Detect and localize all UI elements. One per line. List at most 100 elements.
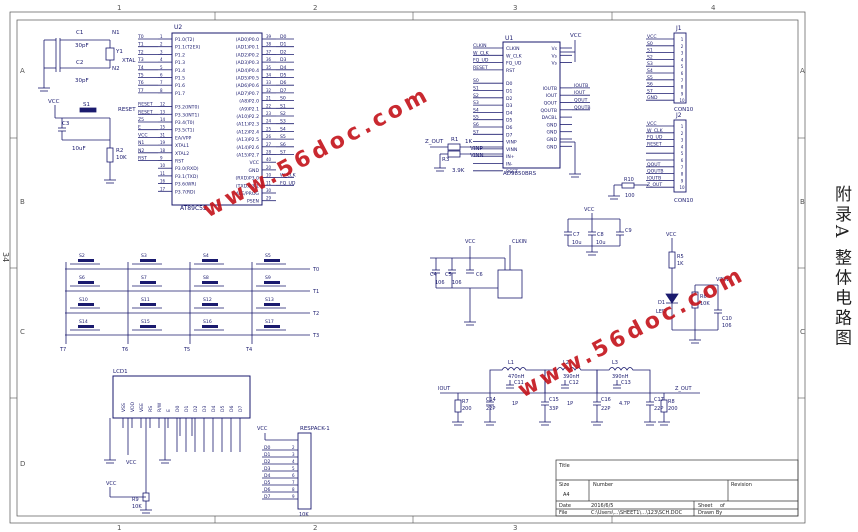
r3-ref: R3: [442, 157, 450, 163]
dds-left-pin: D3: [506, 103, 513, 109]
j2-pin-number: 4: [681, 144, 684, 149]
mcu-right-pin-number: 35: [266, 65, 272, 70]
respack-pin-number: 9: [292, 494, 295, 499]
mcu-right-pin: PSEN: [247, 199, 259, 205]
grid-col-3-bottom: 3: [513, 524, 517, 532]
keypad-row-net: T1: [312, 289, 319, 295]
file-label: File: [559, 510, 567, 516]
c12-ref: C12: [569, 380, 579, 386]
mcu-left-pin-number: 14: [160, 117, 166, 122]
mcu-right-pin: (AD0)P0.0: [236, 37, 259, 43]
keypad-row-net: T0: [312, 267, 319, 273]
respack-pin-number: 3: [292, 452, 295, 457]
dds-left-pin: IN-: [506, 162, 513, 168]
mcu-right-pin: (AD2)P0.2: [236, 52, 259, 58]
respack-net: D6: [264, 487, 271, 493]
file-value: C:\Users\...\SHEET1\...\123\SCH.DOC: [591, 510, 683, 516]
r6-value: 10K: [700, 301, 710, 307]
keypad-switch-ref: S6: [79, 275, 85, 281]
mcu-right-pin-number: 23: [266, 111, 272, 116]
drawn-label: Drawn By: [698, 510, 722, 516]
r9-value: 10K: [132, 504, 142, 510]
keypad-switch-ref: S5: [265, 253, 271, 259]
s1-ref: S1: [83, 102, 90, 108]
mcu-left-net: RESET: [138, 102, 153, 108]
mcu-right-net: D3: [280, 57, 287, 63]
j2-pin-number: 2: [681, 131, 684, 136]
mcu-left-pin-number: 3: [160, 49, 163, 54]
mcu-right-net: S4: [280, 126, 286, 132]
mcu-right-pin: (A8)P2.0: [239, 99, 259, 105]
lcd-pin-label: D7: [238, 405, 244, 412]
keypad-switch-actuator: [78, 259, 94, 262]
decoupling-vcc: VCC: [584, 207, 595, 213]
c2-value: 30pF: [75, 78, 89, 84]
dds-left-pin: CLKIN: [506, 46, 520, 52]
title-label: Title: [558, 463, 570, 469]
mcu-right-pin-number: 30: [266, 188, 272, 193]
dds-right-pin: Vs: [551, 61, 557, 67]
j2-net: VCC: [647, 121, 657, 127]
mcu-left-pin: P3.2(INT0): [175, 105, 199, 111]
mcu-right-pin: (AD5)P0.5: [236, 76, 259, 82]
size-value: A4: [563, 492, 570, 498]
respack-net: D0: [264, 445, 271, 451]
keypad-switch-ref: S13: [265, 297, 274, 303]
mcu-right-pin: (A12)P2.4: [236, 129, 259, 135]
dds-left-net: S6: [473, 122, 479, 128]
dds-right-pin: GND: [546, 130, 557, 136]
keypad-switch-ref: S3: [141, 253, 147, 259]
mcu-right-pin-number: 26: [266, 134, 272, 139]
j2-pin-number: 7: [681, 165, 684, 170]
mcu-left-pin: P3.4(T0): [175, 120, 195, 126]
dds-left-net: S0: [473, 78, 479, 84]
r10-value: 100: [625, 193, 635, 199]
dds-left-pin: VINP: [506, 140, 517, 146]
osc-vcc: VCC: [465, 239, 476, 245]
keypad-switch-actuator: [140, 281, 156, 284]
mcu-right-net: D7: [280, 88, 287, 94]
dds-right-pin: IOUT: [546, 93, 557, 99]
keypad-col-net: T6: [121, 347, 128, 353]
d1-ref: D1: [658, 300, 665, 306]
dds-part: AD9850BRS: [503, 171, 537, 177]
j1-pin-number: 10: [679, 98, 685, 103]
respack-body: [297, 432, 312, 510]
respack-net: D1: [264, 452, 271, 458]
mcu-right-net: D1: [280, 42, 287, 48]
mcu-left-pin-number: 10: [160, 163, 166, 168]
respack-net: D7: [264, 494, 271, 500]
revision-label: Revision: [731, 482, 752, 488]
j2-ref: J2: [675, 112, 682, 119]
lcd-pin-label: D6: [229, 405, 235, 412]
grid-labels: 1 2 3 4 1 2 3 A B C D A B C: [20, 4, 805, 532]
j1-net: S7: [647, 88, 653, 94]
mcu-right-pin: (A11)P2.3: [236, 122, 259, 128]
j2-net: QOUTB: [647, 169, 664, 175]
mcu-left-pin-number: 13: [160, 109, 166, 114]
l2-ref: L2: [563, 360, 569, 366]
dds-left-net: CLKIN: [473, 43, 487, 49]
mcu-left-pin-number: 16: [160, 179, 166, 184]
j1-net: VCC: [647, 34, 657, 40]
j1-pin-number: 9: [681, 91, 684, 96]
keypad-switch-actuator: [140, 325, 156, 328]
r2-value: 10K: [116, 155, 127, 161]
r8-value: 200: [668, 406, 678, 412]
dds-left-pin: VINN: [506, 147, 517, 153]
lcd-pin-label: D2: [193, 405, 199, 412]
grid-col-4: 4: [711, 4, 716, 12]
grid-row-a: A: [20, 67, 25, 75]
dds-left-net: S4: [473, 107, 479, 113]
c14-value: 22P: [486, 406, 495, 412]
mcu-right-net: D2: [280, 49, 287, 55]
mcu-right-net: S5: [280, 134, 286, 140]
r5-value: 1K: [677, 261, 684, 267]
j2-net: QOUT: [647, 162, 661, 168]
mcu-right-pin-number: 37: [266, 49, 272, 54]
mcu-right-pin-number: 24: [266, 119, 272, 124]
c11-ref: C11: [514, 380, 524, 386]
c4-ref: C4: [430, 272, 437, 278]
keypad-switch-actuator: [140, 259, 156, 262]
